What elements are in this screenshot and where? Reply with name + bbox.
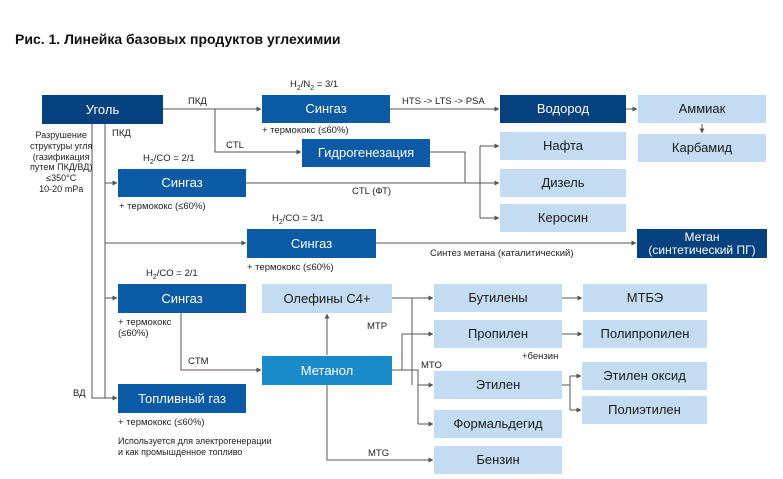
node-methane: Метан (синтетический ПГ) <box>637 229 767 258</box>
node-syngas-4: Сингаз <box>118 284 246 313</box>
label-ratio-3: H2/CO = 3/1 <box>272 213 324 226</box>
node-mtbe: МТБЭ <box>583 284 707 312</box>
label-thermocoke-5: + термококс (≤60%) <box>118 417 205 428</box>
label-vd: ВД <box>73 388 86 399</box>
node-methanol: Метанол <box>262 356 392 385</box>
node-hydrogenation: Гидрогенезация <box>302 139 430 167</box>
label-thermocoke-1: + термококс (≤60%) <box>262 125 349 136</box>
figure-title: Рис. 1. Линейка базовых продуктов углехи… <box>15 31 341 47</box>
label-hts: HTS -> LTS -> PSA <box>402 96 485 107</box>
label-ctl: CTL <box>226 140 244 151</box>
node-polyethylene: Полиэтилен <box>582 396 707 424</box>
label-ratio-2: H2/CO = 2/1 <box>143 153 195 166</box>
label-thermocoke-2: + термококс (≤60%) <box>119 201 206 212</box>
node-gasoline: Бензин <box>434 446 562 474</box>
label-methane-synth: Синтез метана (каталитический) <box>430 248 574 259</box>
node-propylene: Пропилен <box>434 320 562 348</box>
node-syngas-2: Сингаз <box>118 169 246 197</box>
label-mtg: MTG <box>368 448 390 459</box>
label-ctl-ft: CTL (ФТ) <box>352 186 392 197</box>
node-syngas-1: Сингаз <box>262 95 390 123</box>
node-polypropylene: Полипропилен <box>583 320 707 348</box>
node-ethylene-oxide: Этилен оксид <box>582 362 707 390</box>
node-fuel-gas: Топливный газ <box>118 384 246 413</box>
node-syngas-3: Сингаз <box>247 229 376 258</box>
label-mtp: MTP <box>367 321 388 332</box>
node-carbamide: Карбамид <box>638 134 766 162</box>
methane-label: Метан (синтетический ПГ) <box>648 229 756 257</box>
label-mto: MTO <box>421 360 442 371</box>
label-pkd-1: ПКД <box>188 96 207 107</box>
node-formaldehyde: Формальдегид <box>434 410 562 438</box>
node-diesel: Дизель <box>500 169 626 197</box>
label-ratio-4: H2/CO = 2/1 <box>146 268 198 281</box>
node-hydrogen: Водород <box>500 95 626 123</box>
label-thermocoke-3: + термококс (≤60%) <box>247 262 334 273</box>
node-butylenes: Бутилены <box>434 284 562 312</box>
node-naphtha: Нафта <box>500 132 626 160</box>
node-coal: Уголь <box>42 95 163 124</box>
label-thermocoke-4: + термококс (≤60%) <box>118 317 172 340</box>
label-ratio-1: H2/N2 = 3/1 <box>290 79 339 92</box>
node-kerosene: Керосин <box>500 204 626 232</box>
label-destruction: Разрушение структуры угля (газификация п… <box>30 130 93 194</box>
label-ctm: CTM <box>188 356 209 367</box>
label-plus-gasoline: +бензин <box>522 351 559 362</box>
node-ammonia: Аммиак <box>638 95 766 123</box>
label-pkd-2: ПКД <box>112 128 131 139</box>
node-olefins: Олефины С4+ <box>262 284 392 313</box>
node-ethylene: Этилен <box>434 371 562 399</box>
label-fuel-note: Используется для электрогенерации и как … <box>118 436 272 457</box>
